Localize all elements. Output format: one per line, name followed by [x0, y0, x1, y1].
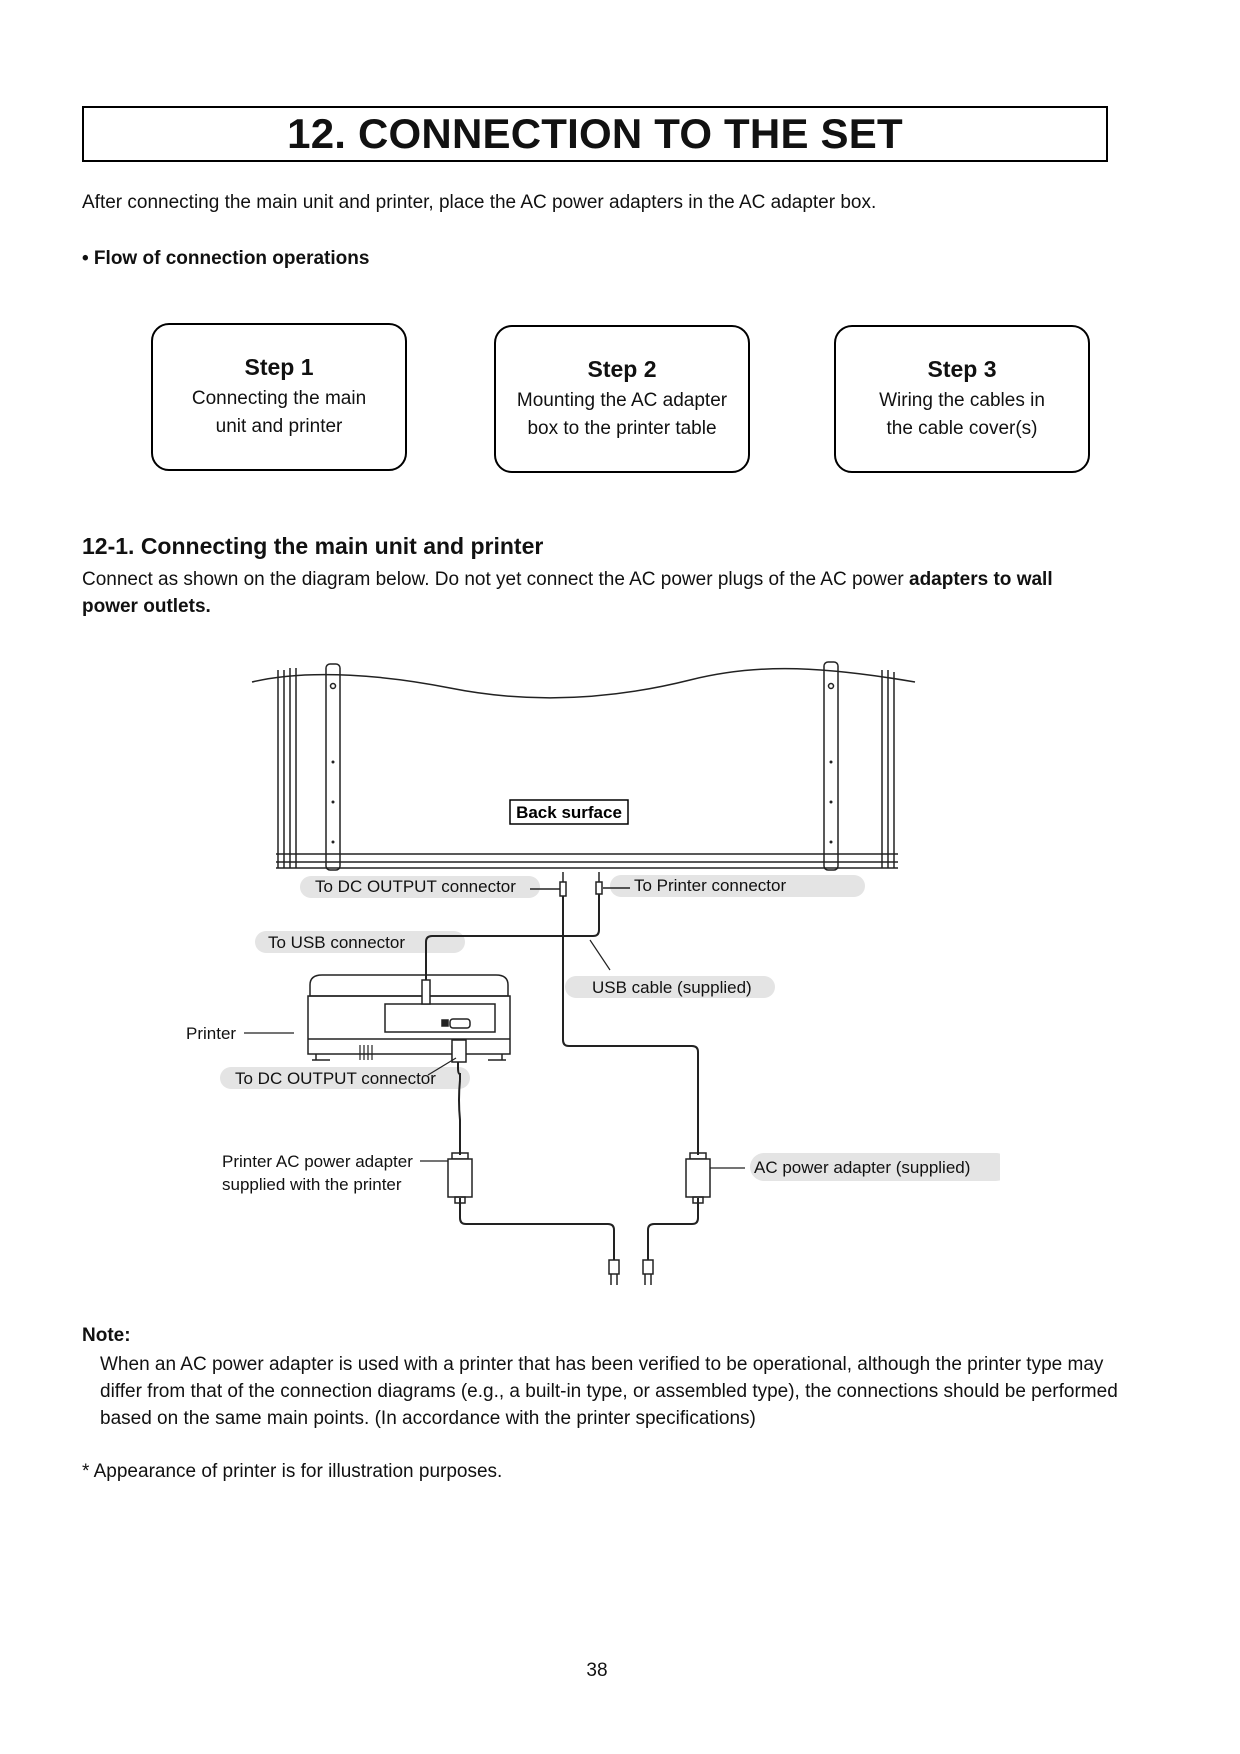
connection-diagram: Back surface To DC OUTPUT connector To P…: [186, 661, 1000, 1285]
shadow-highlights: [220, 875, 1000, 1181]
step-2-box: Step 2 Mounting the AC adapter box to th…: [494, 325, 750, 473]
section-heading: 12-1. Connecting the main unit and print…: [82, 533, 544, 559]
printer-connector-label: To Printer connector: [634, 876, 786, 895]
note-text: When an AC power adapter is used with a …: [100, 1354, 1118, 1429]
step-2-line-2: box to the printer table: [527, 417, 717, 439]
title-box: 12. CONNECTION TO THE SET: [82, 106, 1108, 162]
printer-adapter-icon: [447, 1152, 473, 1204]
printer-adapter-line-2: supplied with the printer: [222, 1175, 402, 1194]
step-3-box: Step 3 Wiring the cables in the cable co…: [834, 325, 1090, 473]
step-1-line-2: unit and printer: [215, 415, 343, 437]
section-instructions: Connect as shown on the diagram below. D…: [82, 566, 1112, 620]
power-plug-icon-right: [642, 1259, 654, 1285]
flow-heading: • Flow of connection operations: [82, 248, 370, 269]
printer-body: [307, 974, 511, 1063]
intro-text: After connecting the main unit and print…: [82, 192, 877, 213]
ac-adapter-label: AC power adapter (supplied): [754, 1158, 970, 1177]
step-2-line-1: Mounting the AC adapter: [516, 389, 728, 411]
back-surface-label: Back surface: [516, 803, 622, 822]
step-1-title: Step 1: [244, 353, 314, 380]
step-3-title: Step 3: [927, 355, 997, 382]
step-3-line-1: Wiring the cables in: [879, 389, 1045, 411]
footnote: * Appearance of printer is for illustrat…: [82, 1461, 503, 1482]
ac-adapter-icon: [685, 1152, 711, 1204]
step-2-title: Step 2: [587, 355, 657, 382]
step-1-line-1: Connecting the main: [191, 387, 367, 409]
dc-output-printer-label: To DC OUTPUT connector: [235, 1069, 436, 1088]
main-unit-back: [251, 661, 916, 871]
usb-cable-label: USB cable (supplied): [592, 978, 752, 997]
cables: [425, 894, 699, 1260]
step-1-box: Step 1 Connecting the main unit and prin…: [151, 323, 407, 471]
page-number: 38: [586, 1660, 608, 1681]
step-3-line-2: the cable cover(s): [886, 417, 1038, 439]
printer-adapter-line-1: Printer AC power adapter: [222, 1152, 413, 1171]
page-title: 12. CONNECTION TO THE SET: [287, 110, 903, 157]
usb-cable-leader: [589, 939, 611, 971]
power-plug-icon-left: [608, 1259, 620, 1285]
dc-output-main-label: To DC OUTPUT connector: [315, 877, 516, 896]
instructions-normal: Connect as shown on the diagram below. D…: [82, 569, 909, 590]
back-surface-frame: [509, 799, 629, 825]
note-heading: Note:: [82, 1325, 131, 1346]
printer-label: Printer: [186, 1024, 236, 1043]
instructions-bold: adapters to wall power outlets.: [82, 569, 1053, 617]
dc-output-printer-leader: [427, 1057, 457, 1076]
usb-connector-label: To USB connector: [268, 933, 405, 952]
